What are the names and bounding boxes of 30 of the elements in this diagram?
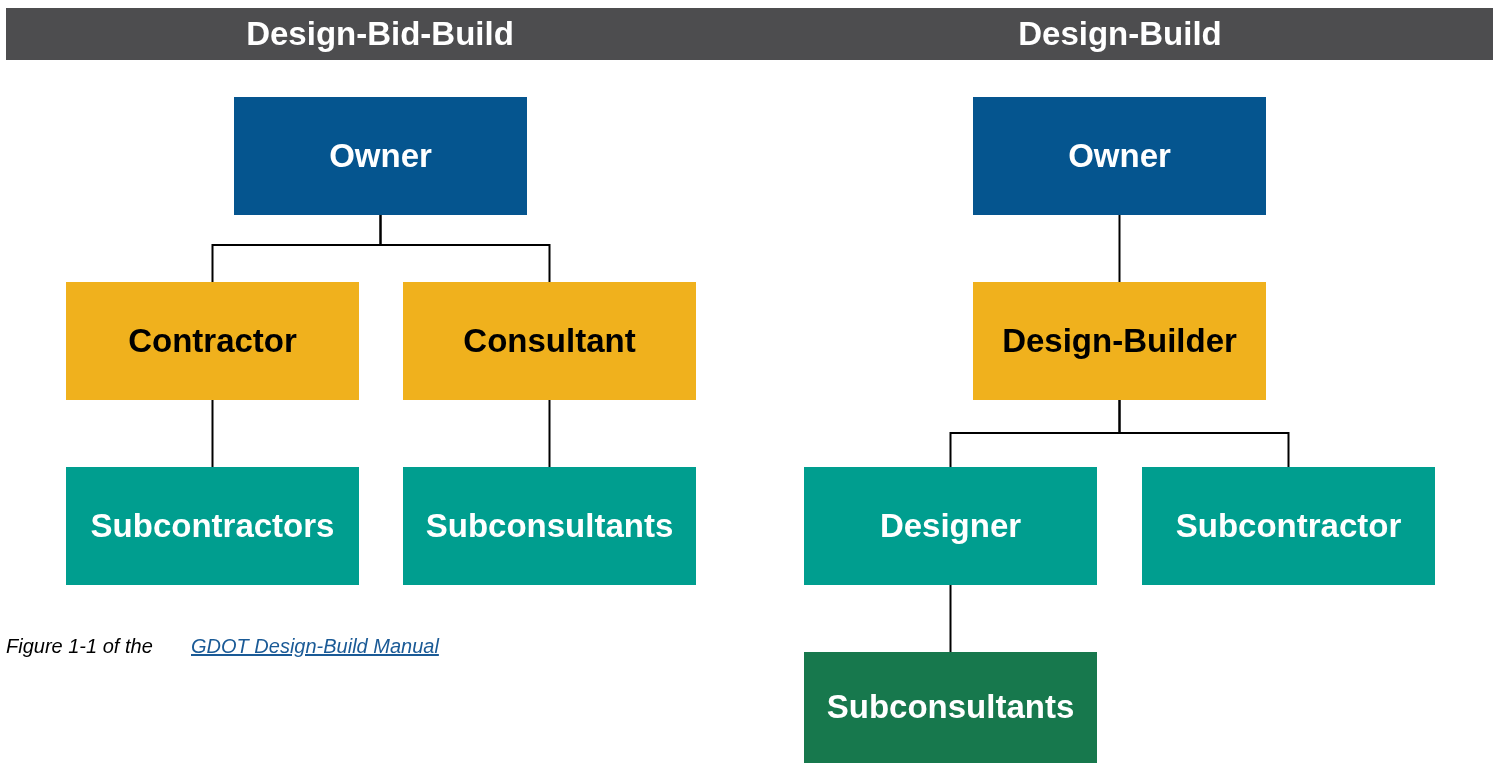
org-box <box>804 467 1097 585</box>
role-label: Designer <box>879 507 1022 545</box>
header-title: Design-Bid-Build <box>245 14 515 54</box>
header-title: Design-Build <box>1017 14 1223 54</box>
connector-line <box>949 584 952 653</box>
role-label: Subconsultants <box>826 689 1075 726</box>
role-label: Owner <box>1068 137 1171 175</box>
caption-text: Figure 1-1 of the <box>6 634 153 659</box>
connector-line <box>211 399 214 468</box>
connector-line <box>548 399 551 468</box>
caption-link: GDOT Design-Build Manual <box>191 634 439 659</box>
role-label: Subcontractors <box>90 507 335 545</box>
org-box <box>403 282 696 400</box>
org-box <box>973 282 1266 400</box>
connector-line <box>1118 214 1121 283</box>
org-box <box>234 97 527 215</box>
role-label: Subconsultants <box>425 507 674 545</box>
role-label: Design-Builder <box>1002 322 1237 360</box>
role-label: Subcontractor <box>1175 507 1402 545</box>
org-box <box>403 467 696 585</box>
connector-line <box>1118 399 1290 468</box>
org-box <box>973 97 1266 215</box>
org-box <box>66 467 359 585</box>
connector-line <box>379 214 551 283</box>
org-box <box>1142 467 1435 585</box>
role-label: Contractor <box>128 322 297 360</box>
org-box <box>66 282 359 400</box>
role-label: Consultant <box>463 322 636 360</box>
role-label: Owner <box>329 137 432 175</box>
org-box <box>804 652 1097 763</box>
